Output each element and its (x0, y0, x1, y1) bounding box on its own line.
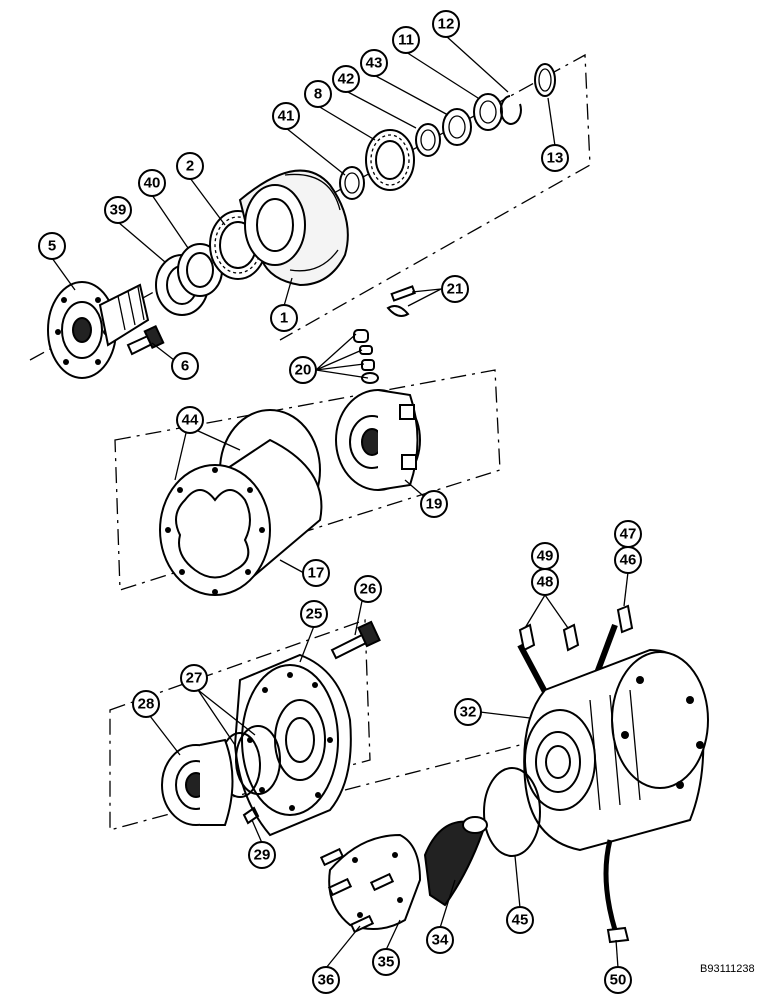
parts-20 (353, 329, 379, 384)
svg-text:35: 35 (378, 954, 395, 971)
outline-lower-group (109, 619, 371, 831)
svg-text:5: 5 (48, 238, 56, 255)
svg-text:21: 21 (447, 281, 464, 298)
callout-11: 11 (392, 26, 420, 54)
ring-43 (442, 108, 472, 146)
svg-text:32: 32 (460, 704, 477, 721)
callout-45: 45 (506, 906, 534, 934)
clip-29 (242, 806, 260, 825)
svg-text:28: 28 (138, 696, 155, 713)
svg-text:42: 42 (338, 71, 355, 88)
callout-46: 46 (614, 546, 642, 574)
callout-27: 27 (180, 664, 208, 692)
flange-bolt (126, 324, 165, 356)
callout-40: 40 (138, 169, 166, 197)
callout-1: 1 (270, 304, 298, 332)
svg-text:43: 43 (366, 55, 383, 72)
svg-text:49: 49 (537, 548, 554, 565)
callout-49: 49 (531, 542, 559, 570)
ring-11 (473, 93, 503, 131)
callout-36: 36 (312, 966, 340, 994)
svg-text:46: 46 (620, 552, 637, 569)
callout-8: 8 (304, 80, 332, 108)
svg-text:17: 17 (308, 565, 325, 582)
fitting-46 (616, 604, 634, 634)
carrier-19 (335, 389, 421, 491)
callout-48: 48 (531, 568, 559, 596)
svg-text:45: 45 (512, 912, 529, 929)
filter-34 (423, 816, 488, 907)
figure-id: B93111238 (700, 963, 755, 975)
centerline-lower (344, 744, 521, 791)
svg-text:12: 12 (438, 16, 455, 33)
svg-text:19: 19 (426, 496, 443, 513)
svg-text:29: 29 (254, 847, 271, 864)
callout-5: 5 (38, 232, 66, 260)
callout-19: 19 (420, 490, 448, 518)
svg-text:36: 36 (318, 972, 335, 989)
callout-20: 20 (289, 356, 317, 384)
svg-text:11: 11 (398, 32, 414, 49)
snap-ring-12 (499, 95, 522, 125)
svg-text:2: 2 (186, 158, 194, 175)
bearing-8 (365, 129, 415, 191)
callout-13: 13 (541, 144, 569, 172)
svg-text:1: 1 (280, 310, 288, 327)
callout-41: 41 (272, 102, 300, 130)
svg-text:47: 47 (620, 526, 637, 543)
svg-text:41: 41 (278, 108, 295, 125)
fitting-48 (518, 623, 580, 652)
callout-44: 44 (176, 406, 204, 434)
callout-12: 12 (432, 10, 460, 38)
svg-text:26: 26 (360, 581, 377, 598)
bolts-36 (319, 847, 395, 934)
ring-41 (339, 166, 365, 200)
callout-6: 6 (171, 352, 199, 380)
callout-21: 21 (441, 275, 469, 303)
svg-text:6: 6 (181, 358, 189, 375)
callout-47: 47 (614, 520, 642, 548)
output-flange (47, 281, 150, 379)
cap-ring-13 (534, 63, 556, 97)
svg-text:8: 8 (314, 86, 322, 103)
svg-text:20: 20 (295, 362, 312, 379)
svg-text:48: 48 (537, 574, 554, 591)
callout-28: 28 (132, 690, 160, 718)
bolt-26 (330, 620, 381, 660)
svg-text:34: 34 (432, 932, 449, 949)
callout-29: 29 (248, 841, 276, 869)
callout-42: 42 (332, 65, 360, 93)
svg-text:25: 25 (306, 606, 323, 623)
motor-32 (523, 648, 709, 852)
svg-text:44: 44 (182, 412, 199, 429)
callout-50: 50 (604, 966, 632, 994)
svg-text:13: 13 (547, 150, 564, 167)
svg-text:39: 39 (110, 202, 127, 219)
callout-2: 2 (176, 152, 204, 180)
pin-21 (386, 285, 416, 317)
housing-25 (233, 653, 352, 837)
hub-housing (238, 169, 349, 287)
callout-25: 25 (300, 600, 328, 628)
svg-text:40: 40 (144, 175, 161, 192)
svg-text:27: 27 (186, 670, 203, 687)
callout-17: 17 (302, 559, 330, 587)
callout-43: 43 (360, 49, 388, 77)
seal-45 (483, 767, 541, 857)
cable-50 (603, 839, 630, 944)
callout-39: 39 (104, 196, 132, 224)
callout-35: 35 (372, 948, 400, 976)
ring-42 (415, 123, 441, 157)
ring-gear-44 (159, 409, 323, 596)
leader-lines (51, 35, 629, 969)
callout-26: 26 (354, 575, 382, 603)
brake-28 (161, 738, 234, 826)
svg-text:50: 50 (610, 972, 627, 989)
callout-32: 32 (454, 698, 482, 726)
callout-34: 34 (426, 926, 454, 954)
